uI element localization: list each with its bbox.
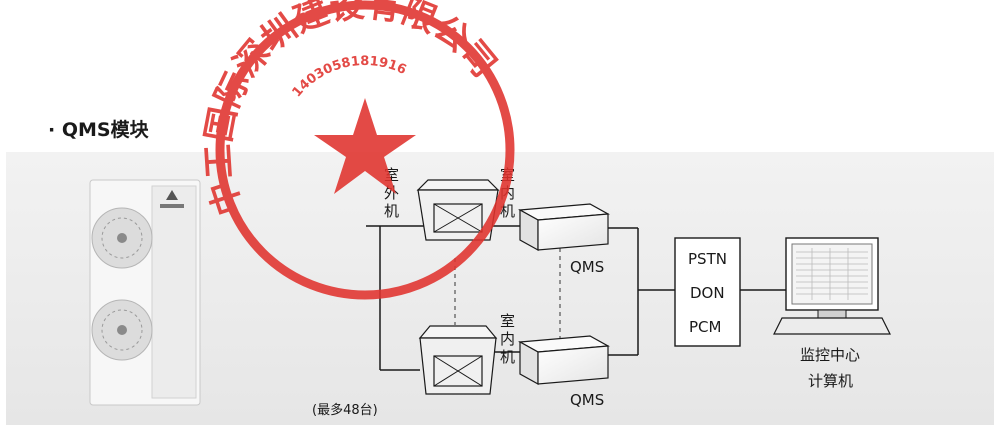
indoor-unit-bottom-label-1: 室 <box>500 312 515 330</box>
network-don: DON <box>690 284 725 302</box>
section-title: · QMS模块 <box>48 118 150 141</box>
network-pcm: PCM <box>689 318 721 336</box>
outdoor-unit-image <box>89 179 201 406</box>
outdoor-unit-label-3: 机 <box>384 202 399 220</box>
network-pstn: PSTN <box>688 250 727 268</box>
monitor-caption-1: 监控中心 <box>800 346 860 364</box>
indoor-unit-top-label-3: 机 <box>500 202 515 220</box>
indoor-unit-bottom-label-3: 机 <box>500 348 515 366</box>
qms-bottom-label: QMS <box>570 391 604 409</box>
max-units-note: (最多48台) <box>312 402 378 418</box>
indoor-unit-bottom <box>418 325 498 395</box>
outdoor-unit-label-2: 外 <box>384 184 399 202</box>
monitor-computer <box>773 237 891 335</box>
indoor-unit-bottom-label-2: 内 <box>500 330 515 348</box>
seal-serial-text: 1403058181916 <box>290 54 409 100</box>
qms-box-top <box>517 203 611 252</box>
network-box <box>674 237 741 347</box>
qms-top-label: QMS <box>570 258 604 276</box>
indoor-unit-top <box>416 179 500 241</box>
qms-box-bottom <box>517 335 611 386</box>
monitor-caption-2: 计算机 <box>808 372 853 390</box>
